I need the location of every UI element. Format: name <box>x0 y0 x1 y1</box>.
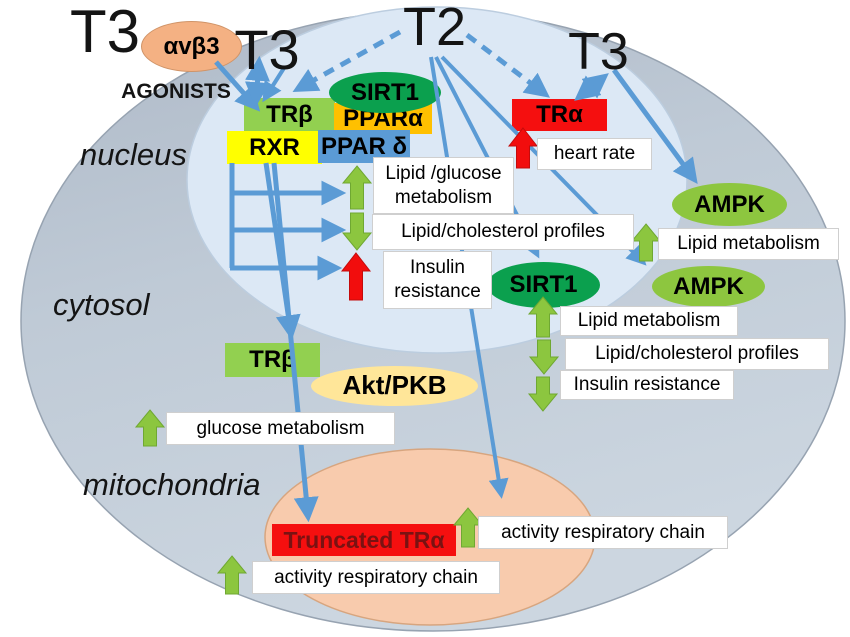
t2-label: T2 <box>402 0 467 57</box>
node-sirt1-nucleus: SIRT1 <box>329 72 441 113</box>
node-ampk-upper: AMPK <box>672 183 787 226</box>
node-rxr: RXR <box>227 131 322 164</box>
node-truncated-tr-alpha: Truncated TRα <box>272 524 456 556</box>
up-arrow-lipid-glucose <box>341 165 373 210</box>
down-arrow-insulin-lower <box>527 376 559 412</box>
effect-lipid-metabolism-upper: Lipid metabolism <box>658 228 839 260</box>
effect-lipid-glucose-metabolism: Lipid /glucose metabolism <box>373 157 514 214</box>
effect-respiratory-chain-right: activity respiratory chain <box>478 516 728 549</box>
node-sirt1-cytosol: SIRT1 <box>487 262 600 308</box>
up-arrow-glucose-metabolism <box>134 409 166 447</box>
effect-insulin-resistance-nucleus: Insulin resistance <box>383 251 492 309</box>
up-arrow-lipid-metabolism-upper <box>630 223 662 262</box>
t3-mid-label: T3 <box>234 18 300 81</box>
effect-lipid-cholesterol-lower: Lipid/cholesterol profiles <box>565 338 829 370</box>
effect-glucose-metabolism: glucose metabolism <box>166 412 395 445</box>
t3-right-label: T3 <box>568 23 629 81</box>
node-trb-nucleus: TRβ <box>244 98 335 131</box>
arrow-nucleus-to-truncated-tralpha <box>271 162 319 523</box>
effect-insulin-resistance-lower: Insulin resistance <box>560 370 734 400</box>
effect-lipid-cholesterol-nucleus: Lipid/cholesterol profiles <box>372 214 634 250</box>
effect-respiratory-chain-left: activity respiratory chain <box>252 561 500 594</box>
cytosol-label: cytosol <box>53 287 150 322</box>
mitochondria-label: mitochondria <box>83 467 261 502</box>
node-tr-alpha: TRα <box>512 99 607 131</box>
agonists-label: AGONISTS <box>121 80 231 103</box>
down-arrow-lipid-cholesterol <box>341 212 373 251</box>
node-akt-pkb: Akt/PKB <box>311 366 478 406</box>
nucleus-label: nucleus <box>80 137 187 172</box>
t3-left-label: T3 <box>69 0 141 65</box>
node-trb-cytosol: TRβ <box>225 343 320 377</box>
up-arrow-insulin-resistance <box>340 252 372 301</box>
effect-lipid-metabolism-lower: Lipid metabolism <box>560 306 738 336</box>
arrow-t2-to-tralpha-dashed <box>465 33 550 98</box>
down-arrow-lipid-cholesterol-lower <box>528 339 560 375</box>
effect-heart-rate: heart rate <box>537 138 652 170</box>
arrow-nucleus-to-trb-cytosol <box>263 162 301 341</box>
node-ampk-lower: AMPK <box>652 266 765 307</box>
up-arrow-respiratory-left <box>216 555 248 595</box>
